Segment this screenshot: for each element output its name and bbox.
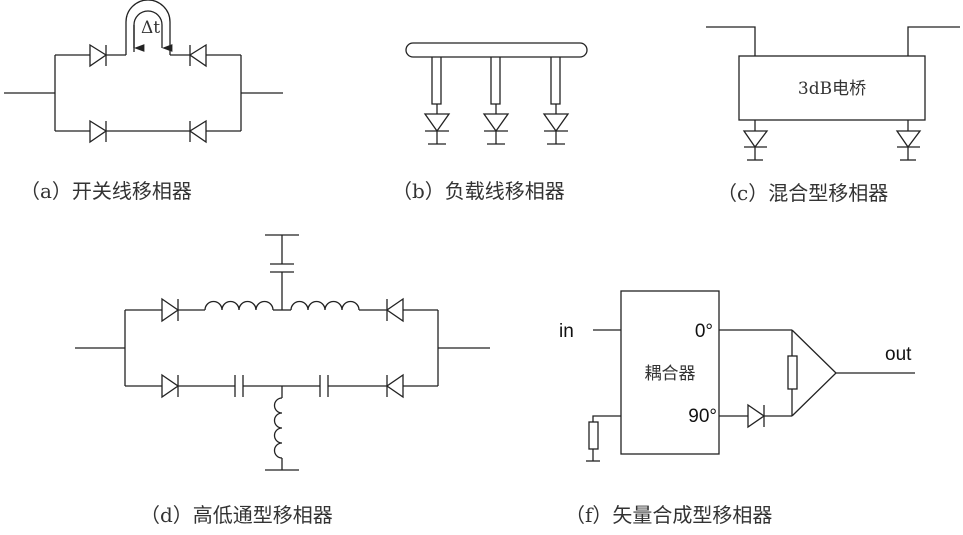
inductor-icon <box>273 397 283 459</box>
combiner-icon <box>791 329 837 417</box>
in-label: in <box>559 321 574 342</box>
diode-icon <box>895 130 922 149</box>
resistor-icon <box>588 421 599 450</box>
caption-b: （b）负载线移相器 <box>392 179 565 203</box>
diode-icon <box>385 297 404 323</box>
caption-d: （d）高低通型移相器 <box>140 503 333 527</box>
caption-c: （c）混合型移相器 <box>717 181 888 205</box>
diagram-f-vector-sum: in 0° 耦合器 90° out <box>559 290 915 462</box>
diode-icon <box>89 43 108 68</box>
diagram-c-hybrid: 3dB电桥 <box>706 26 960 161</box>
diode-icon <box>161 373 180 399</box>
coupler-box <box>620 290 720 455</box>
stub-2 <box>482 57 510 145</box>
out-label: out <box>885 344 912 365</box>
inductor-icon <box>204 300 274 311</box>
diode-icon <box>423 113 451 133</box>
diode-icon <box>482 113 510 133</box>
coupler-label: 耦合器 <box>645 364 696 384</box>
diagram-d-high-low-pass <box>75 234 490 471</box>
diode-icon <box>161 297 180 323</box>
stub-1 <box>423 57 451 145</box>
delay-line-loop <box>125 0 171 55</box>
diode-icon <box>188 119 207 144</box>
deg90-label: 90° <box>688 406 717 427</box>
diode-icon <box>742 130 769 149</box>
diode-icon <box>385 373 404 399</box>
delta-t-label: Δt <box>141 18 160 38</box>
diagram-b-loaded-line <box>405 42 588 145</box>
caption-f: （f）矢量合成型移相器 <box>565 503 772 527</box>
inductor-icon <box>290 300 360 311</box>
resistor-icon <box>787 355 798 390</box>
bridge-label: 3dB电桥 <box>798 79 866 99</box>
deg0-label: 0° <box>695 321 713 342</box>
3db-bridge-box <box>738 55 926 121</box>
diode-icon <box>542 113 570 133</box>
diode-icon <box>188 43 207 68</box>
stub-3 <box>542 57 570 145</box>
diode-icon <box>89 119 108 144</box>
diode-icon <box>747 403 766 429</box>
diagram-a-switched-line: Δt <box>4 0 283 144</box>
caption-a: （a）开关线移相器 <box>20 179 192 203</box>
